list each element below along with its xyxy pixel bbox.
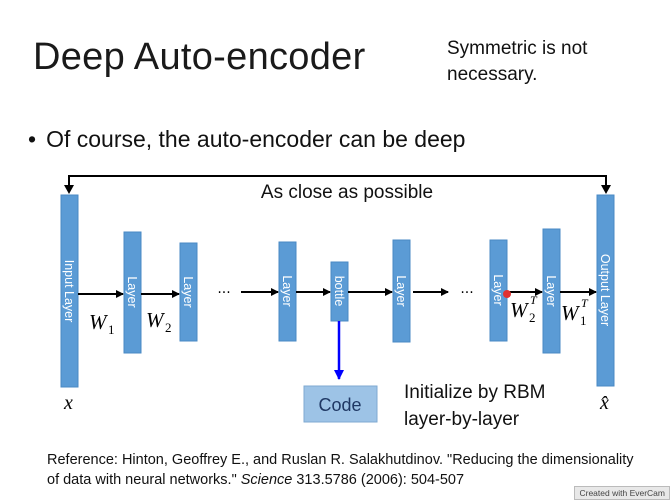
init-line-2: layer-by-layer [404,409,520,430]
slide-title: Deep Auto-encoder [33,36,366,78]
layer-label: Layer [491,274,505,305]
w1t-base: W [561,301,581,325]
layer-label: Layer [394,275,408,306]
w1-base: W [89,310,109,334]
reference-journal: Science [240,472,293,488]
encoder-layer-3: Layer [278,241,297,342]
output-layer-label: Output Layer [598,254,612,326]
encoder-layer-1: Layer [123,231,142,354]
weight-w1: W 1 [89,310,115,337]
input-layer-label: Input Layer [62,260,76,323]
code-box: Code [303,385,378,423]
symmetric-note: Symmetric is not necessary. [447,38,588,85]
bottle-label: bottle [332,276,346,307]
reference-prefix: Reference: Hinton, Geoffrey E., and Rusl… [47,452,634,488]
init-line-1: Initialize by RBM [404,382,546,403]
w1-sub: 1 [108,322,115,337]
decoder-layer-1: Layer [392,239,411,343]
w2t-sub: 2 [529,310,536,325]
bullet-text: Of course, the auto-encoder can be deep [46,126,466,152]
bullet-point: • Of course, the auto-encoder can be deep [28,126,465,153]
layer-label: Layer [280,275,294,306]
watermark: Created with EverCam [574,486,670,500]
reference-suffix: 313.5786 (2006): 504-507 [292,472,465,488]
close-bracket [64,175,611,194]
layer-label: Layer [544,275,558,306]
w2t-base: W [510,298,530,322]
bottleneck-layer: bottle [330,261,349,322]
weight-w2t: W 2 T [510,293,538,325]
w2-base: W [146,308,166,332]
encoder-layer-2: Layer [179,242,198,342]
reference: Reference: Hinton, Geoffrey E., and Rusl… [47,450,647,490]
w2-sub: 2 [165,320,172,335]
pointer-dot [503,290,511,298]
bracket-arrowhead-right [601,185,611,194]
ellipsis-encoder: ··· [217,285,230,301]
input-layer: Input Layer [60,194,79,388]
x-label: x [63,392,73,414]
close-label: As close as possible [261,182,433,203]
xhat-label: x̂ [599,392,609,414]
weight-w1t: W 1 T [561,296,589,328]
w1t-sub: 1 [580,313,587,328]
weight-w2: W 2 [146,308,172,335]
layer-label: Layer [181,276,195,307]
decoder-layer-3: Layer [542,228,561,354]
code-label: Code [318,395,361,415]
bracket-arrowhead-left [64,185,74,194]
layer-label: Layer [125,276,139,307]
w1t-sup: T [581,296,589,310]
bullet-icon: • [28,126,37,152]
bracket-line [68,175,607,190]
output-layer: Output Layer [596,194,615,387]
ellipsis-decoder: ··· [460,285,473,301]
w2t-sup: T [530,293,538,307]
decoder-layer-2: Layer [489,239,508,342]
